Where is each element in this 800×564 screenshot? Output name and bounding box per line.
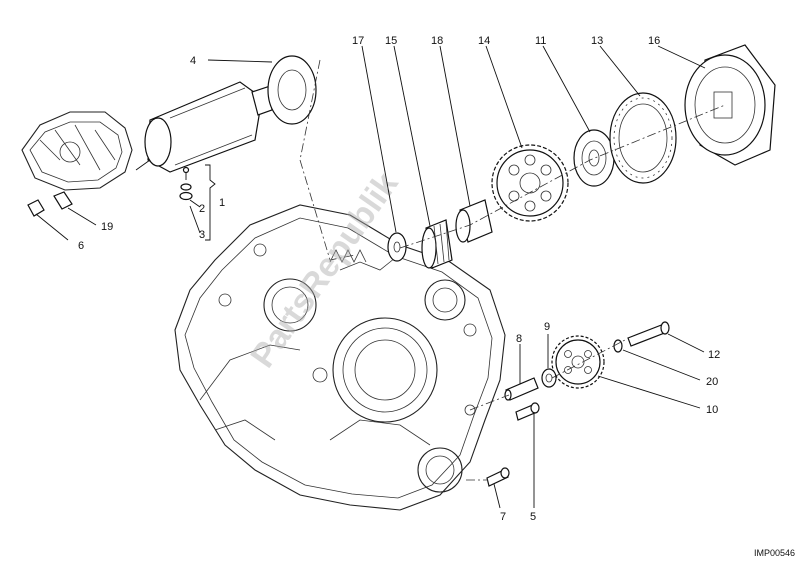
leader-lines [35,45,706,509]
washer-9 [541,368,557,388]
assembly-axes [299,59,726,481]
callout-7: 7 [500,511,506,523]
gear-14 [491,144,569,222]
crankcase [174,204,506,511]
needle-bearing-15 [421,219,453,269]
callout-12: 12 [708,349,720,361]
starter-flange-gasket [267,55,317,125]
callout-6: 6 [78,240,84,252]
callout-3: 3 [199,229,205,241]
callout-numbers: 4 17 15 18 14 11 13 16 1 2 3 19 6 8 9 12… [78,35,720,523]
callout-4: 4 [190,55,196,67]
callout-18: 18 [431,35,443,47]
callout-8: 8 [516,333,522,345]
callout-13: 13 [591,35,603,47]
washer-17 [387,232,407,262]
callout-10: 10 [706,404,718,416]
callout-1: 1 [219,197,225,209]
washer-20 [613,339,623,353]
freewheel-11 [573,129,615,187]
callout-15: 15 [385,35,397,47]
flywheel-16 [684,44,776,166]
callout-9: 9 [544,321,550,333]
bolt-5 [515,402,540,421]
cylinder-head [21,111,133,191]
callout-20: 20 [706,376,718,388]
callout-19: 19 [101,221,113,233]
callout-11: 11 [535,35,546,47]
callout-16: 16 [648,35,660,47]
bushing-18 [455,199,493,243]
pin-8 [504,377,539,401]
callout-2: 2 [199,203,205,215]
gear-10 [551,335,605,389]
callout-5: 5 [530,511,536,523]
bolt-and-spacer [27,191,73,217]
callout-14: 14 [478,35,490,47]
watermark: PartsRepublik [243,165,405,374]
bolt-7 [486,467,510,487]
nut-washer [179,183,193,201]
bolt-12 [627,321,670,347]
starter-motor [135,55,317,180]
callout-17: 17 [352,35,364,47]
figure-code: IMP00546 [754,548,795,558]
